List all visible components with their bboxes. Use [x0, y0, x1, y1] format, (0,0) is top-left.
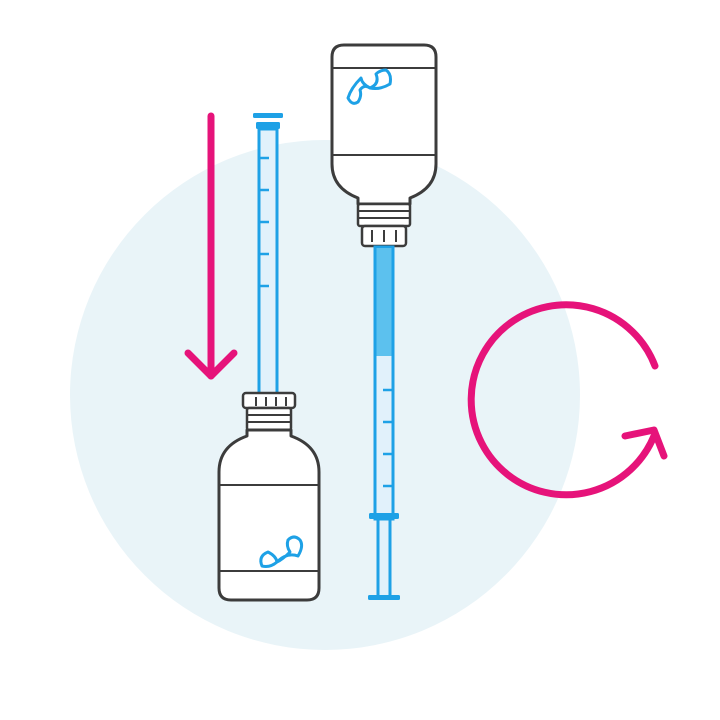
plunger-end-cap: [368, 595, 400, 600]
syringe-medicine-fill: [376, 248, 392, 356]
inverted-label-band: [332, 67, 436, 156]
plunger-flange-top: [253, 113, 283, 118]
plunger-rod: [376, 517, 392, 599]
backdrop-circle: [70, 140, 580, 650]
brand-logo-icon: [259, 535, 304, 568]
bottle-neck: [245, 406, 293, 432]
adapter-threads: [255, 397, 287, 406]
bottle-adapter-top: [241, 391, 297, 410]
bottle-inverted: [330, 43, 438, 248]
down-arrow-icon: [184, 112, 238, 380]
plunger-flange-lower: [256, 122, 280, 129]
bottle-label-band: [219, 484, 319, 572]
inverted-bottle-neck: [356, 202, 412, 228]
inverted-syringe-graduations: [383, 388, 393, 488]
rotate-clockwise-icon: [467, 301, 668, 499]
inverted-neck-threads: [358, 210, 410, 219]
syringe-upright: [253, 113, 283, 397]
brand-logo-inverted-icon: [346, 68, 392, 105]
syringe-barrel: [257, 127, 279, 397]
bottle-body: [217, 428, 321, 602]
inverted-adapter-threads: [371, 230, 397, 242]
bottle-upright: [217, 391, 321, 602]
neck-threads: [247, 414, 291, 423]
syringe-inverted: [368, 245, 400, 600]
syringe-graduations: [259, 156, 269, 288]
